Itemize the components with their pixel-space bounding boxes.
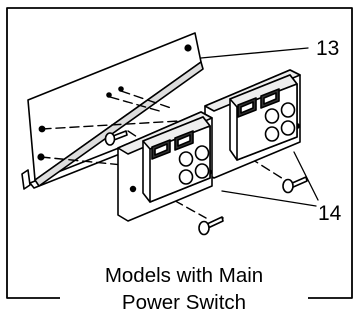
front-port-right [174,130,194,151]
leader-line-13 [200,47,309,59]
caption-line-1: Models with Main [104,264,264,287]
rear-port-right [260,88,280,109]
screw-lower-left [198,216,224,236]
receptacle-front [117,111,213,222]
frame-border [6,7,353,299]
caption: Models with Main Power Switch [60,262,308,316]
caption-line-2: Power Switch [121,291,247,314]
receptacle-rear [204,69,301,179]
rear-port-left [237,97,257,118]
leader-line-14b [293,151,319,201]
callout-13: 13 [316,37,340,60]
screw-upper-left [104,130,128,146]
front-port-left [151,139,171,160]
screw-right [282,176,308,194]
callout-14: 14 [318,202,342,225]
leader-line-14a [221,190,317,207]
